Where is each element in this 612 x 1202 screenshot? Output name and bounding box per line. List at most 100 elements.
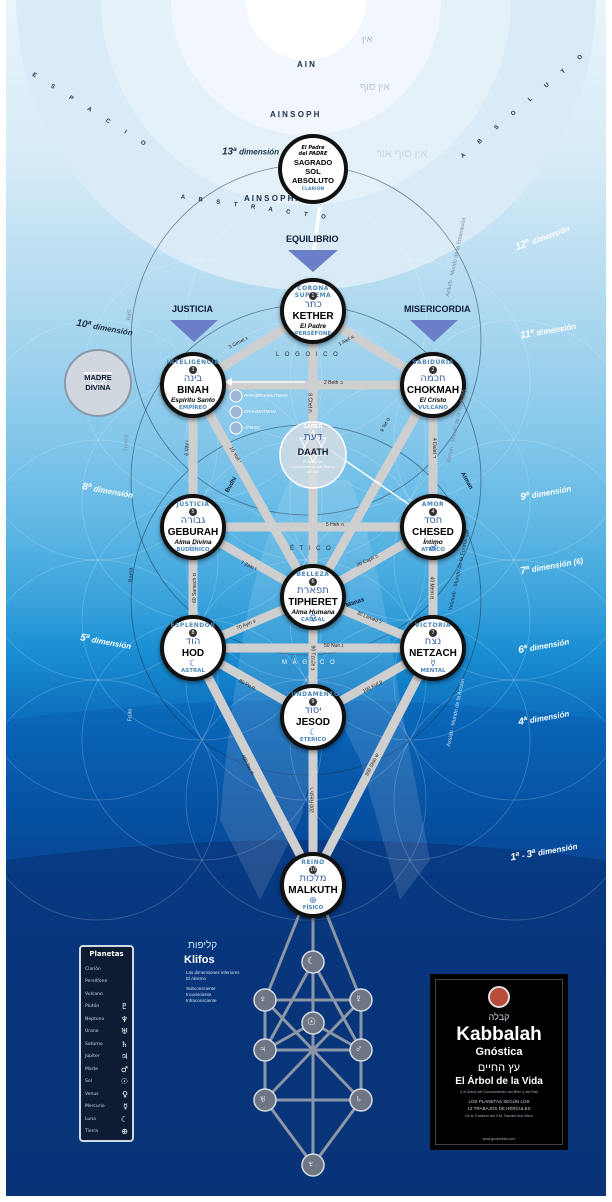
jesod-arc: FUNDAMENTO (286, 691, 340, 698)
geburah-low: BUDDHICO (176, 547, 210, 553)
tronco-label: Tronco (123, 434, 130, 452)
ain-soph-aur-hebrew: אין סוף אור (376, 148, 428, 160)
planet-symbol-icon: ☾ (120, 1114, 128, 1124)
klifos-sub1: Las dimensiones inferiores (186, 970, 240, 975)
justicia-label: JUSTICIA (172, 304, 214, 314)
sun-icon: ☉ (307, 1017, 316, 1028)
planet-symbol-icon: ♄ (120, 1039, 128, 1049)
planeta-row: Urano♅ (85, 1026, 128, 1039)
netzach-hebrew: נצח (424, 636, 442, 647)
earth-icon: ⊕ (309, 896, 317, 906)
malkuth-number: 10 (309, 866, 317, 874)
chesed-arc: AMOR (421, 501, 445, 508)
book-line2: 12 TRABAJOS DE HÉRCULES (467, 1106, 531, 1111)
netzach-low: MENTAL (420, 668, 446, 674)
tiphereth-number: 6 (309, 578, 317, 586)
geburah-hebrew: גבורה (180, 515, 206, 526)
planeta-row: Venus ♀ (85, 1088, 128, 1101)
planeta-name: Perséfone (85, 979, 108, 985)
binah-hebrew: בינה (183, 373, 203, 384)
daath-note-2: BRAHMATMAN (244, 409, 276, 414)
netzach-name: NETZACH (409, 648, 457, 659)
hod-number: 8 (189, 629, 197, 637)
neptune-icon: ♆ (307, 1159, 315, 1170)
malkuth-low: FÍSICO (302, 905, 324, 911)
binah-low: EMPÍREO (179, 405, 207, 411)
hod-hebrew: הוד (185, 636, 201, 647)
book-tree: El Árbol de la Vida (455, 1076, 543, 1087)
sefira-geburah[interactable]: JUSTICIA 5 גבורה GEBURAH Alma Divina ☉ B… (160, 494, 226, 560)
binah-sub: Espíritu Santo (170, 397, 216, 404)
path-200: 200 Resh ר (309, 787, 316, 813)
jesod-number: 9 (309, 698, 317, 706)
sefira-kether[interactable]: CORONA SUPREMA 1 כתר KETHER El Padre PER… (280, 278, 346, 344)
path-60: 60 Samech ס (191, 573, 198, 603)
planeta-row: Mercurio☿ (85, 1101, 128, 1114)
sol-line6: CLARIÓN (301, 187, 325, 192)
book-url: www.gnosisinfo.com (482, 1137, 516, 1141)
sefira-jesod[interactable]: FUNDAMENTO 9 יסוד JESOD ☾ ETERICO (280, 684, 346, 750)
mercury-icon: ☿ (355, 994, 363, 1005)
justicia-triangle (170, 320, 218, 342)
book-title: Kabbalah (456, 1024, 542, 1045)
jesod-low: ETERICO (299, 737, 327, 743)
book-logo-icon (488, 986, 510, 1008)
planeta-name: Plutón (85, 1004, 100, 1010)
saturn-icon: ♄ (355, 1094, 363, 1105)
planet-symbol-icon: ☉ (120, 1077, 128, 1087)
misericordia-triangle (410, 320, 458, 342)
jupiter-icon: ♃ (259, 1044, 267, 1055)
sefira-chesed[interactable]: AMOR 4 חסד CHESED Íntimo ♂ ATMICO (400, 494, 466, 560)
klifos-tree (253, 879, 373, 1177)
venus-icon: ♀ (309, 614, 317, 624)
planet-symbol-icon: ☿ (123, 1102, 128, 1112)
sefira-malkuth[interactable]: REINO 10 מלכות MALKUTH ⊕ FÍSICO (280, 852, 346, 918)
planeta-row: Marte♂ (85, 1063, 128, 1076)
sefira-hod[interactable]: ESPLENDOR 8 הוד HOD ☾ ASTRAL (160, 615, 226, 681)
misericordia-label: MISERICORDIA (404, 304, 471, 314)
path-40: 40 Mem מ (428, 576, 435, 600)
planeta-name: Marte (85, 1066, 99, 1072)
klifos-sub2: El Abismo (186, 976, 207, 981)
moon-icon: ☾ (188, 659, 198, 669)
planeta-row: Perséfone (85, 976, 128, 989)
planeta-name: Sol (85, 1079, 92, 1085)
fruto-label: Fruto (127, 708, 134, 722)
path-5: 5 Heh ה (326, 522, 344, 528)
sefira-binah[interactable]: INTELIGENCIA 3 בינה BINAH Espíritu Santo… (160, 352, 226, 418)
planet-symbol-icon: ♃ (120, 1052, 128, 1062)
ain-label: A I N (297, 60, 315, 69)
ain-hebrew: אין (362, 34, 373, 44)
planeta-row: Clarión (85, 963, 128, 976)
madre-divina-circle (64, 349, 132, 417)
binah-arc: INTELIGENCIA (166, 359, 220, 366)
sol-line3: SAGRADO (293, 158, 333, 167)
ain-circle (171, 0, 441, 135)
logoico-label: L O G O I C O (276, 352, 340, 358)
book-hebrew2: עץ החיים (477, 1062, 521, 1074)
chesed-sub: Íntimo (423, 539, 443, 546)
geburah-sub: Alma Divina (174, 539, 212, 546)
tiphereth-arc: BELLEZA (296, 571, 330, 578)
planet-symbol-icon: ♇ (120, 1002, 128, 1012)
planet-symbol-icon: ⊕ (121, 1127, 128, 1137)
jesod-name: JESOD (296, 717, 330, 728)
planet-symbol-icon: ♆ (120, 1014, 128, 1024)
daath-note-3: ATMAN (244, 425, 260, 430)
planet-symbol-icon: ♀ (122, 1089, 128, 1099)
planeta-row: Luna☾ (85, 1113, 128, 1126)
planeta-name: Neptuno (85, 1016, 105, 1022)
sefira-netzach[interactable]: VICTORIA 7 נצח NETZACH ☿ MENTAL (400, 615, 466, 681)
planeta-name: Venus (85, 1091, 99, 1097)
malkuth-name: MALKUTH (288, 885, 338, 896)
rama-label: Rama (128, 567, 135, 583)
tiphereth-sub: Alma Humana (291, 609, 335, 616)
klifos-item2: Inconsciente (186, 992, 212, 997)
sefira-tiphereth[interactable]: BELLEZA 6 תפארת TIPHERET Alma Humana ♀ C… (280, 564, 346, 630)
klifos-item1: Subconsciente (186, 986, 216, 991)
netzach-number: 7 (429, 629, 437, 637)
binah-number: 3 (189, 366, 197, 374)
sefira-chokmah[interactable]: SABIDURÍA 2 חכמה CHOKMAH El Cristo VULCA… (400, 352, 466, 418)
